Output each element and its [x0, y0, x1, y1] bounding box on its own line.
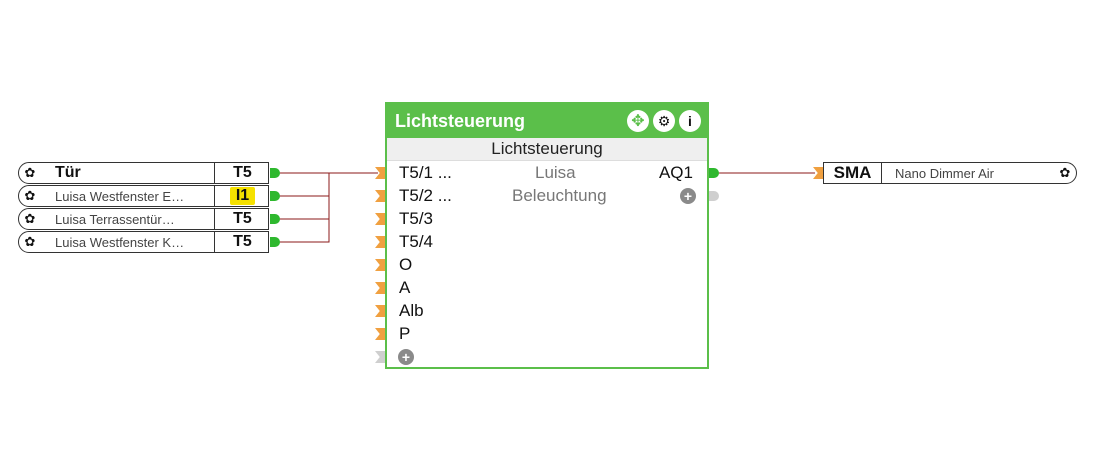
input-port[interactable] — [375, 190, 387, 202]
gear-icon[interactable]: ✿ — [24, 188, 36, 203]
input-port[interactable] — [375, 259, 387, 271]
block-output-port-add[interactable] — [709, 191, 719, 201]
gear-icon[interactable]: ⚙ — [653, 110, 675, 132]
input-port[interactable] — [375, 167, 387, 179]
block-text-function: Beleuchtung — [512, 186, 607, 205]
add-output-icon[interactable]: + — [680, 188, 696, 204]
input-port[interactable] — [375, 236, 387, 248]
input-row-westfenster-e[interactable]: ✿ Luisa Westfenster E… I1 — [18, 185, 269, 207]
input-name: Luisa Westfenster E… — [55, 188, 185, 204]
block-input-label: A — [399, 278, 411, 297]
wire-westfenster-e — [279, 173, 330, 197]
output-name: Nano Dimmer Air — [895, 165, 994, 181]
info-icon[interactable]: i — [679, 110, 701, 132]
output-row-nano-dimmer[interactable]: SMA Nano Dimmer Air ✿ — [823, 162, 1077, 184]
add-input-icon[interactable]: + — [398, 349, 414, 365]
block-input-label: O — [399, 255, 413, 274]
block-input-label: Alb — [399, 301, 424, 320]
output-port[interactable] — [270, 168, 280, 178]
input-tag: T5 — [214, 209, 270, 229]
input-port[interactable] — [375, 328, 387, 340]
block-input-label: T5/4 — [399, 232, 434, 251]
output-port[interactable] — [270, 214, 280, 224]
gear-icon[interactable]: ✿ — [24, 165, 36, 180]
block-subtitle: Lichtsteuerung — [387, 138, 707, 161]
input-name: Luisa Terrassentür… — [55, 211, 175, 227]
input-tag: T5 — [214, 232, 270, 252]
block-output-port[interactable] — [709, 168, 719, 178]
target-input-port[interactable] — [813, 167, 825, 179]
logic-block[interactable]: Lichtsteuerung ✥ ⚙ i Lichtsteuerung T5/1… — [385, 102, 709, 369]
input-row-tuer[interactable]: ✿ Tür T5 — [18, 162, 269, 184]
gear-icon[interactable]: ✿ — [24, 211, 36, 226]
gear-icon[interactable]: ✿ — [1059, 165, 1071, 180]
input-name: Tür — [55, 164, 81, 181]
block-input-label: T5/3 — [399, 209, 434, 228]
wire-westfenster-k — [279, 173, 330, 243]
block-text-room: Luisa — [535, 163, 576, 182]
block-input-label: T5/1 ... — [399, 163, 452, 182]
input-tag: I1 — [214, 186, 270, 206]
block-header[interactable]: Lichtsteuerung ✥ ⚙ i — [387, 104, 707, 138]
move-icon[interactable]: ✥ — [627, 110, 649, 132]
input-name: Luisa Westfenster K… — [55, 234, 185, 250]
block-title: Lichtsteuerung — [395, 110, 526, 131]
output-port[interactable] — [270, 191, 280, 201]
output-tag: SMA — [824, 163, 882, 183]
block-output-label: AQ1 — [658, 163, 693, 182]
block-input-label: T5/2 ... — [399, 186, 452, 205]
block-input-label: P — [399, 324, 411, 343]
gear-icon[interactable]: ✿ — [24, 234, 36, 249]
input-port[interactable] — [375, 213, 387, 225]
input-tag: T5 — [214, 163, 270, 183]
input-port-add[interactable] — [375, 351, 387, 363]
input-row-terrassentuer[interactable]: ✿ Luisa Terrassentür… T5 — [18, 208, 269, 230]
output-port[interactable] — [270, 237, 280, 247]
input-port[interactable] — [375, 282, 387, 294]
input-row-westfenster-k[interactable]: ✿ Luisa Westfenster K… T5 — [18, 231, 269, 253]
input-port[interactable] — [375, 305, 387, 317]
